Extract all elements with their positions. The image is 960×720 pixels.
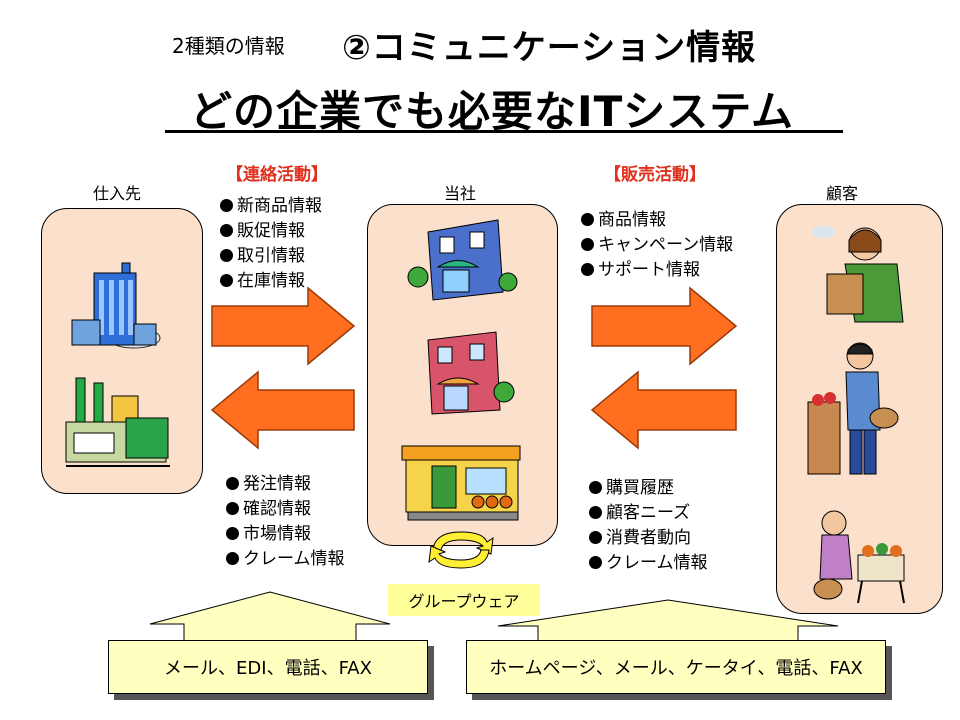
- shopper-at-market-icon: [813, 510, 905, 604]
- store-building-blue-icon: [407, 219, 518, 301]
- arrow-left-to-company: [590, 370, 737, 450]
- channel-box-supplier: メール、EDI、電話、FAX: [108, 640, 428, 694]
- cycle-arrows-icon: [428, 531, 494, 569]
- list-item: 顧客ニーズ: [589, 501, 708, 526]
- sales-activity-label: 【販売活動】: [604, 165, 706, 185]
- list-item: 新商品情報: [220, 194, 322, 219]
- supplier-label: 仕入先: [93, 184, 142, 203]
- arrow-right-to-customer: [591, 286, 738, 366]
- store-building-red-icon: [427, 331, 515, 415]
- list-item: 取引情報: [220, 244, 322, 269]
- slide-title: ②コミュニケーション情報: [342, 28, 757, 68]
- list-item: 確認情報: [226, 497, 345, 522]
- liaison-activity-label: 【連絡活動】: [226, 165, 328, 185]
- company-label: 当社: [444, 184, 477, 203]
- list-item: 販促情報: [220, 219, 322, 244]
- arrow-left-to-supplier: [210, 370, 355, 450]
- headline: どの企業でも必要なITシステム: [190, 87, 795, 136]
- shopper-with-basket-icon: [807, 342, 899, 475]
- shop-front-icon: [401, 445, 521, 521]
- customer-label: 顧客: [826, 184, 859, 203]
- shopper-with-groceries-icon: [811, 226, 904, 323]
- groupware-label: グループウェア: [388, 584, 540, 616]
- headline-underline: [165, 130, 843, 133]
- office-building-icon: [71, 262, 161, 349]
- info-list-company-to-supplier: 発注情報 確認情報 市場情報 クレーム情報: [226, 472, 345, 572]
- subtitle-label: 2種類の情報: [172, 34, 285, 58]
- list-item: 発注情報: [226, 472, 345, 497]
- list-item: 購買履歴: [589, 476, 708, 501]
- list-item: 在庫情報: [220, 269, 322, 294]
- list-item: サポート情報: [581, 258, 733, 283]
- list-item: クレーム情報: [226, 547, 345, 572]
- list-item: キャンペーン情報: [581, 233, 733, 258]
- arrow-right-to-company: [211, 286, 356, 366]
- list-item: 消費者動向: [589, 526, 708, 551]
- factory-icon: [65, 377, 170, 467]
- info-list-from-customer: 購買履歴 顧客ニーズ 消費者動向 クレーム情報: [589, 476, 708, 576]
- list-item: 商品情報: [581, 208, 733, 233]
- info-list-supplier-to-company: 新商品情報 販促情報 取引情報 在庫情報: [220, 194, 322, 294]
- list-item: 市場情報: [226, 522, 345, 547]
- info-list-to-customer: 商品情報 キャンペーン情報 サポート情報: [581, 208, 733, 283]
- list-item: クレーム情報: [589, 551, 708, 576]
- channel-box-customer: ホームページ、メール、ケータイ、電話、FAX: [466, 640, 886, 694]
